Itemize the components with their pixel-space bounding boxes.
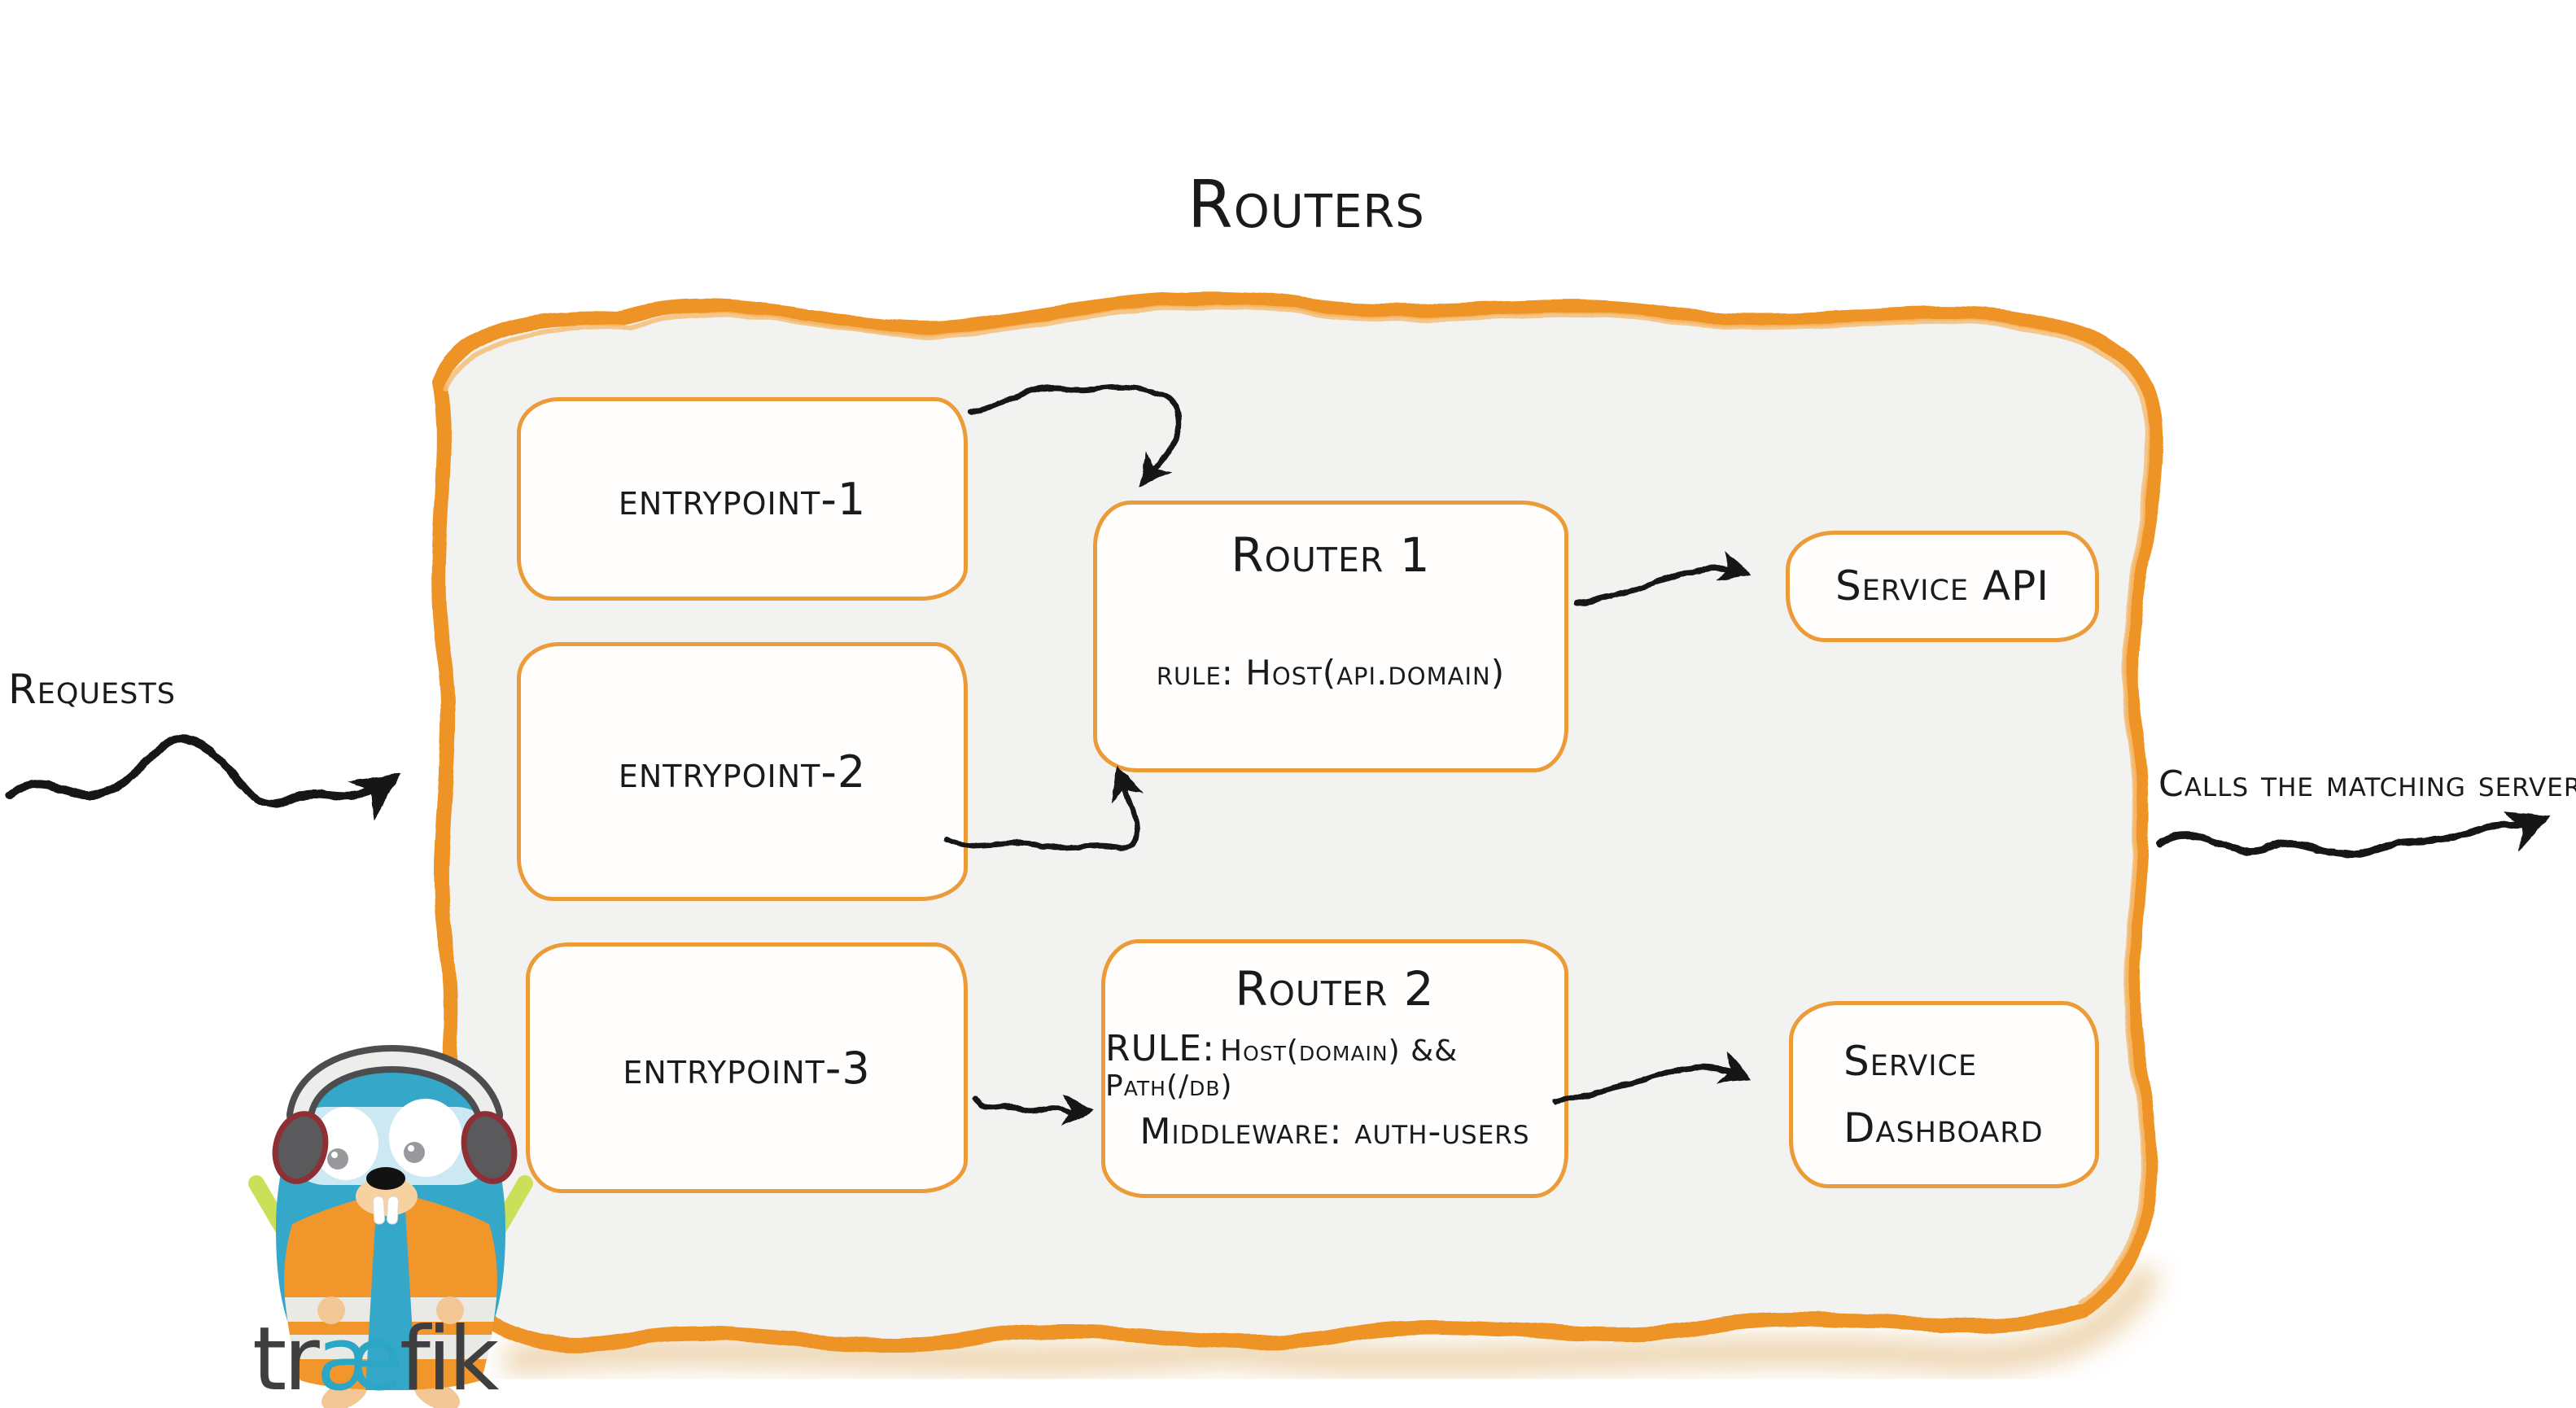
traefik-gopher-icon (248, 1045, 533, 1408)
router-1-rule: rule: Host(api.domain) (1157, 653, 1505, 693)
wordmark-pre: tr (252, 1309, 320, 1408)
node-router-1: Router 1 rule: Host(api.domain) (1093, 501, 1568, 772)
router-1-title: Router 1 (1231, 527, 1431, 583)
router-2-title: Router 2 (1235, 961, 1435, 1017)
entrypoint-1-label: entrypoint-1 (618, 473, 867, 525)
requests-label: Requests (8, 666, 176, 713)
router-1-rule-value: Host(api.domain) (1245, 653, 1506, 693)
router-2-rule-prefix: RULE: (1105, 1028, 1215, 1069)
router-2-middleware: Middleware: auth-users (1139, 1111, 1530, 1152)
node-router-2: Router 2 RULE: Host(domain) && Path(/db)… (1101, 939, 1568, 1198)
router-2-rule: RULE: Host(domain) && Path(/db) (1105, 1028, 1564, 1103)
node-service-api: Service API (1786, 531, 2099, 642)
service-dashboard-label: Service Dashboard (1843, 1037, 2044, 1152)
node-service-dashboard: Service Dashboard (1789, 1001, 2099, 1188)
router-2-rule-value: Host(domain) && Path(/db) (1105, 1034, 1459, 1103)
node-entrypoint-3: entrypoint-3 (526, 942, 968, 1193)
entrypoint-3-label: entrypoint-3 (623, 1042, 871, 1094)
calls-label: Calls the matching server (2158, 763, 2576, 805)
entrypoint-2-label: entrypoint-2 (618, 746, 867, 798)
wordmark-post: fik (399, 1309, 500, 1408)
node-entrypoint-1: entrypoint-1 (517, 397, 968, 601)
wordmark-ae: æ (316, 1309, 403, 1408)
router-1-rule-prefix: rule: (1156, 653, 1234, 693)
traefik-wordmark: træfik (252, 1309, 500, 1408)
diagram-title: Routers (1187, 167, 1425, 243)
node-entrypoint-2: entrypoint-2 (517, 642, 968, 901)
service-api-label: Service API (1835, 562, 2050, 610)
